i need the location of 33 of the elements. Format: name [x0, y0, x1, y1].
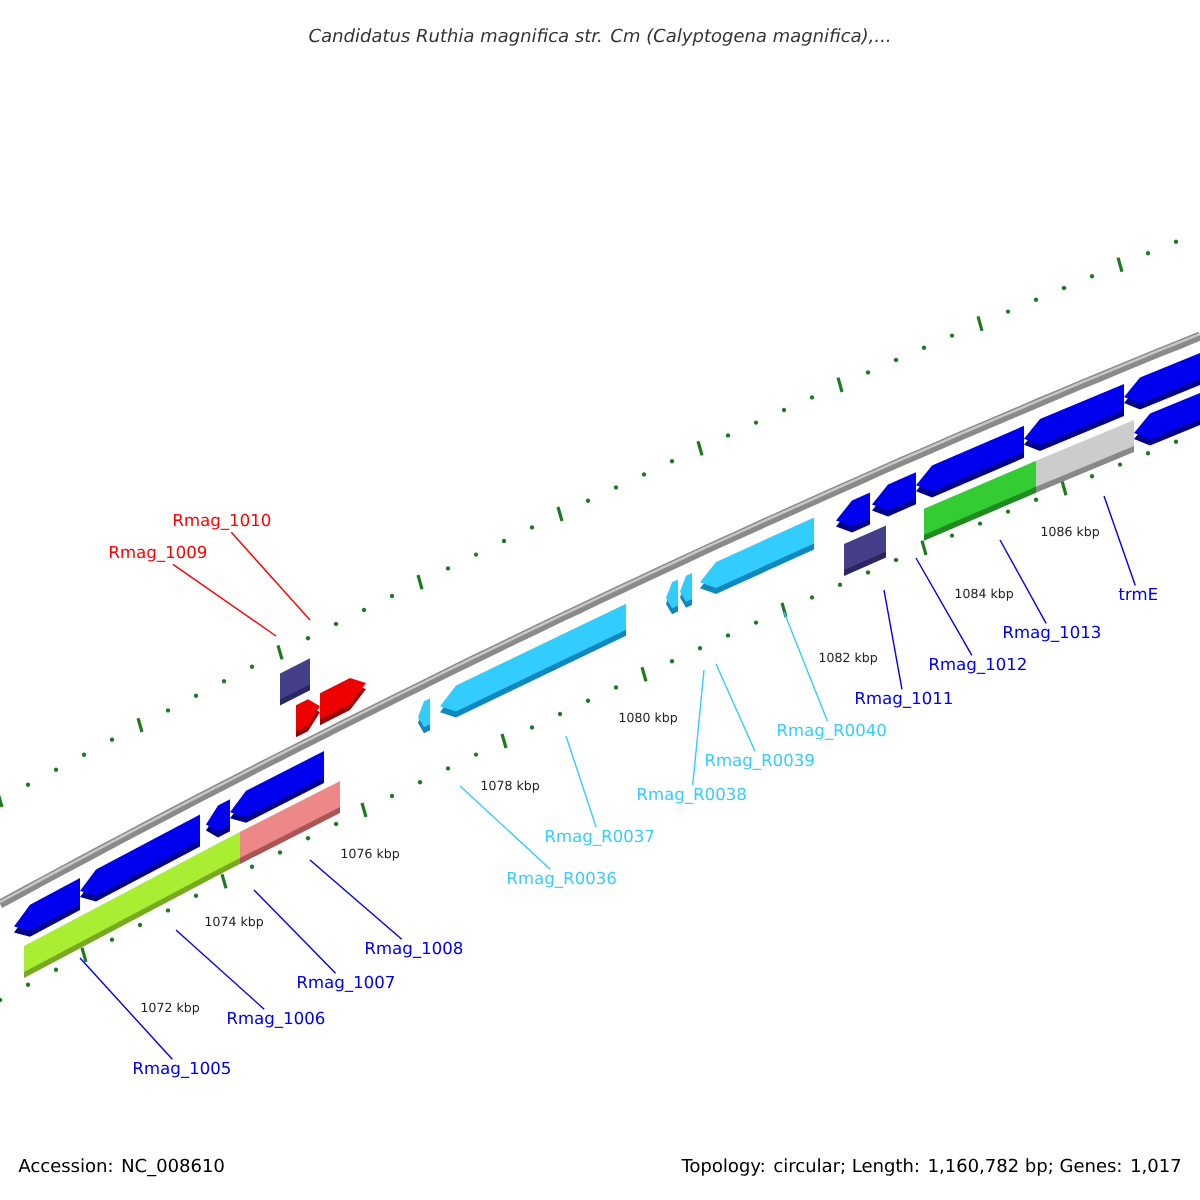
- leader-line: [883, 589, 903, 690]
- gene-label: Rmag_R0039: [706, 753, 814, 770]
- gene-label: Rmag_R0036: [508, 871, 616, 888]
- title: Candidatus Ruthia magnifica str. Cm (Calyptogena magnifica),...: [309, 28, 890, 46]
- leader-line: [230, 531, 311, 621]
- gene-label: Rmag_1011: [856, 691, 952, 708]
- leader-line: [999, 539, 1047, 624]
- leader-line: [253, 889, 337, 974]
- gene-label: Rmag_1013: [1004, 625, 1101, 642]
- gene-label: Rmag_1007: [298, 975, 394, 992]
- gene-label: Rmag_1009: [110, 545, 207, 562]
- leader-line: [172, 563, 277, 637]
- gene-label: Rmag_R0038: [638, 787, 746, 804]
- leader-line: [715, 663, 756, 752]
- leader-line: [915, 557, 973, 656]
- gene-label: Rmag_1008: [366, 941, 463, 958]
- gene-label: Rmag_1006: [228, 1011, 325, 1028]
- gene-label: trmE: [1118, 587, 1158, 600]
- gene-label: Rmag_1005: [134, 1061, 230, 1078]
- leader-line: [565, 735, 597, 828]
- accession-text: Accession: NC_008610: [18, 1158, 224, 1177]
- gene-label: Rmag_R0040: [778, 723, 886, 740]
- gene-label: Rmag_R0037: [546, 829, 654, 846]
- leader-line: [79, 957, 173, 1060]
- gene-label: Rmag_1012: [930, 657, 1026, 674]
- leader-line: [783, 611, 829, 722]
- leader-line: [175, 929, 265, 1010]
- leader-line: [309, 859, 403, 940]
- genome-info-text: Topology: circular; Length: 1,160,782 bp; Genes: 1,017: [681, 1158, 1181, 1176]
- leader-line: [459, 785, 551, 870]
- leader-line: [692, 669, 705, 786]
- leader-line: [1103, 495, 1136, 587]
- gene-label: Rmag_1010: [174, 513, 271, 530]
